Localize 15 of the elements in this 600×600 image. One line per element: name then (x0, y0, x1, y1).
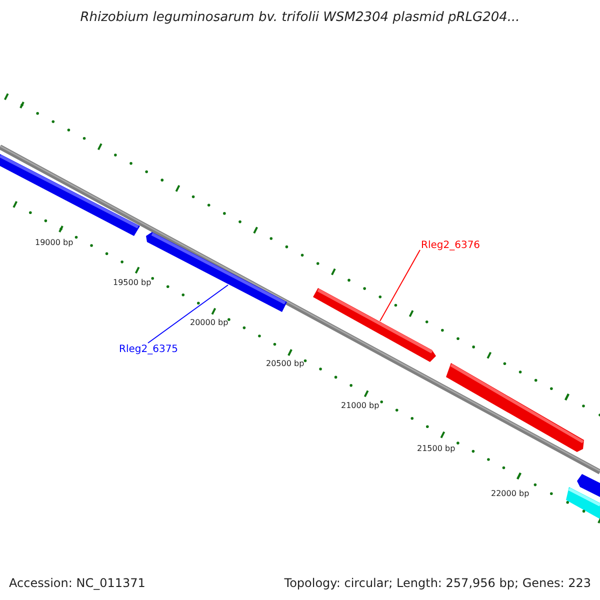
summary-text: Topology: circular; Length: 257,956 bp; Genes: 223 (284, 576, 591, 590)
gene-label: Rleg2_6375 (119, 344, 178, 355)
position-label: 19000 bp (35, 238, 74, 247)
gene-arrow (313, 288, 436, 362)
position-label: 19500 bp (113, 278, 152, 287)
title: Rhizobium leguminosarum bv. trifolii WSM2304 plasmid pRLG204... (79, 10, 521, 25)
position-label: 20500 bp (266, 359, 304, 368)
gene-label: Rleg2_6376 (421, 240, 480, 251)
position-label: 21500 bp (417, 444, 456, 453)
leader-line (148, 284, 228, 344)
position-label: 21000 bp (341, 401, 380, 410)
position-label: 20000 bp (190, 318, 228, 327)
position-label: 22000 bp (491, 489, 530, 498)
accession-text: Accession: NC_011371 (9, 576, 146, 590)
leader-line (380, 250, 420, 322)
